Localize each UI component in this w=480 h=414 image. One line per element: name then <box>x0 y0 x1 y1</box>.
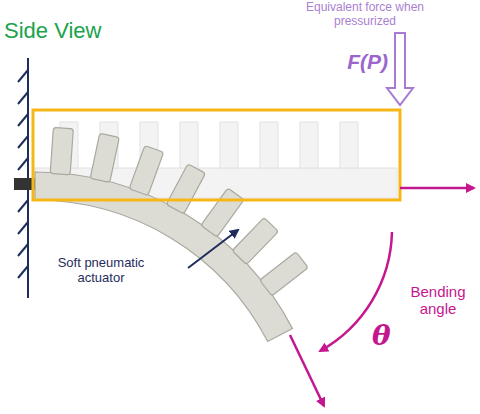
force-note: Equivalent force when pressurized <box>285 1 445 29</box>
force-symbol: F(P) <box>347 50 388 74</box>
angle-symbol: θ <box>372 320 391 352</box>
view-title: Side View <box>4 18 101 43</box>
angle-label: Bending angle <box>402 283 474 318</box>
actuator-label: Soft pneumatic actuator <box>46 256 156 286</box>
